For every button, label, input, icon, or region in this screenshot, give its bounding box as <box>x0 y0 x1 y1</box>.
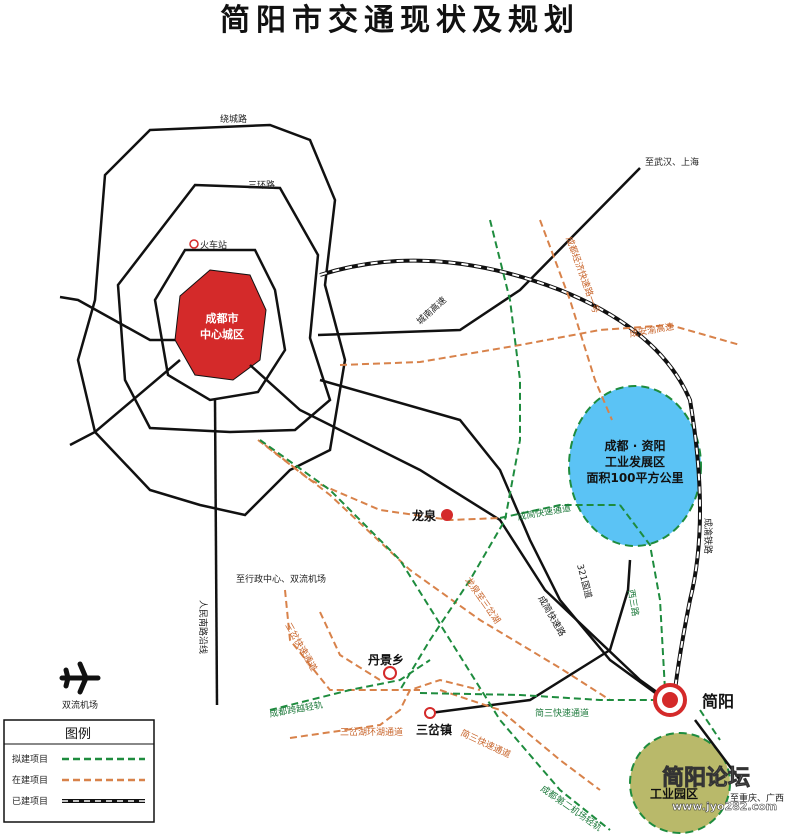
label-to-wuhan-shanghai: 至武汉、上海 <box>645 156 699 168</box>
jianyang-marker: 简阳 <box>653 683 734 717</box>
train-station-marker: 火车站 <box>189 239 227 251</box>
legend-title: 图例 <box>65 727 91 742</box>
label-chengyu-railway: 成渝铁路 <box>702 518 714 554</box>
industrial-park <box>629 732 731 834</box>
label-sancha-lake-ring: 三岔湖环湖通道 <box>340 726 403 738</box>
watermark-brand: 简阳论坛 <box>662 765 750 791</box>
label-sancha-fast: 三岔快速通道 <box>282 621 319 674</box>
planned-roads <box>259 219 721 831</box>
label-longquan-sancha: 龙泉至三岔湖 <box>463 575 504 626</box>
label-jiansan-light: 简三快速通道 <box>459 727 513 761</box>
label-zone-3: 面积100平方公里 <box>586 470 683 485</box>
legend-existing-label: 已建项目 <box>12 795 48 807</box>
label-renmin-south: 人民南路沿线 <box>197 600 209 654</box>
label-ring-third: 三环路 <box>248 179 275 191</box>
map-title: 简阳市交通现状及规划 <box>220 3 580 38</box>
legend-planned-label: 拟建项目 <box>12 753 48 765</box>
label-xisan-road: 西三路 <box>625 588 642 617</box>
sancha-marker: 三岔镇 <box>416 707 452 737</box>
label-zone-1: 成都 · 资阳 <box>605 438 666 453</box>
label-airport: 双流机场 <box>62 699 98 711</box>
label-road-321: 321国道 <box>574 563 595 600</box>
label-industrial-park: 工业园区 <box>650 786 698 801</box>
label-jianyang: 简阳 <box>702 692 734 711</box>
legend: 图例 拟建项目 在建项目 已建项目 <box>3 719 155 823</box>
ring-road-outer <box>76 123 347 517</box>
label-train-station: 火车站 <box>200 239 227 251</box>
label-chengan-expressway: 成安渝高速 <box>628 320 674 340</box>
longquan-marker: 龙泉 <box>412 508 453 523</box>
label-jiansan-fast: 简三快速通道 <box>535 707 589 719</box>
label-to-chongqing: 至重庆、广西 <box>730 792 784 804</box>
legend-construction-label: 在建项目 <box>12 774 48 786</box>
label-chengdu-2nd-airport: 成都第二机场轻轨 <box>538 783 604 834</box>
ring-road-inner <box>153 248 287 402</box>
label-danjing: 丹景乡 <box>368 652 404 667</box>
label-chengdu-light-rail: 成都跨越轻轨 <box>268 699 323 720</box>
chengdu-core <box>174 269 267 381</box>
label-sancha: 三岔镇 <box>416 722 452 737</box>
airport-icon <box>59 661 101 695</box>
label-longquan: 龙泉 <box>412 508 437 523</box>
label-to-admin-airport: 至行政中心、双流机场 <box>236 573 326 585</box>
danjing-marker: 丹景乡 <box>368 652 404 680</box>
label-chengjian-road-1: 成都经济快速路一号 <box>563 235 602 315</box>
label-chengdu-core-1: 成都市 <box>206 311 239 325</box>
label-zone-2: 工业发展区 <box>605 454 665 469</box>
label-chengjian-fast-2: 成简快速路 <box>535 594 568 639</box>
watermark-url: www.jyo282.com <box>672 800 777 813</box>
label-chengjian-fast: 成简快速通道 <box>516 502 571 523</box>
existing-railway <box>319 258 702 691</box>
ring-road-third <box>116 183 332 434</box>
existing-roads <box>59 167 741 781</box>
label-ring-outer: 绕城路 <box>220 113 247 125</box>
label-chengnan-expressway: 城南高速 <box>414 294 449 327</box>
watermark: 简阳论坛 www.jyo282.com <box>662 765 778 814</box>
label-chengdu-core-2: 中心城区 <box>200 327 244 341</box>
under-construction-roads <box>257 219 741 791</box>
